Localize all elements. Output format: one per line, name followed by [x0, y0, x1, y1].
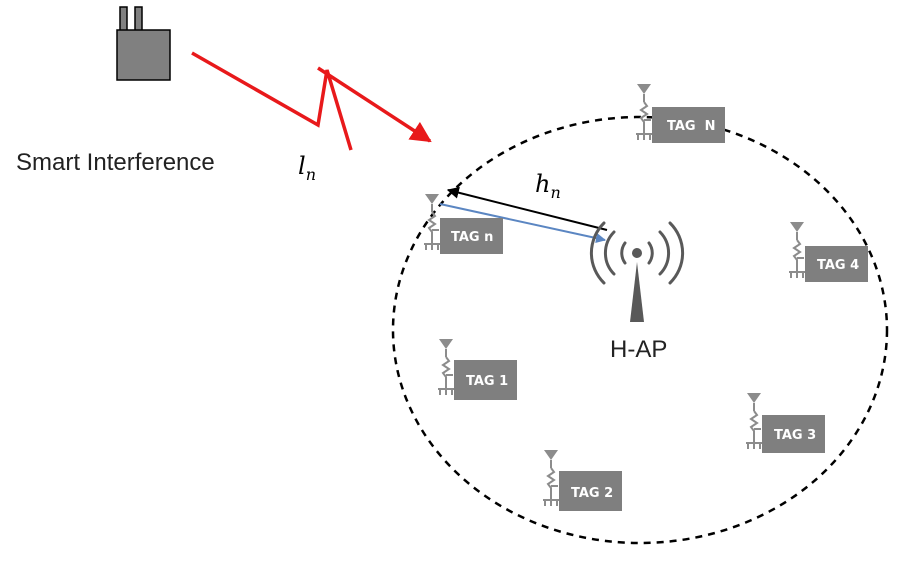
coverage-boundary — [391, 115, 889, 545]
tag-channel-label: hn — [535, 170, 561, 202]
jammer-device-icon — [116, 6, 171, 81]
tag-antenna-icon — [745, 392, 765, 450]
access-point-label: H-AP — [610, 336, 667, 363]
access-point-tower-icon — [589, 221, 685, 322]
tag-4: TAG 4 — [788, 221, 868, 282]
uplink-arrow — [439, 203, 606, 243]
tag-label: TAG 2 — [571, 486, 613, 501]
tag-1: TAG 1 — [437, 338, 517, 400]
tag-n: TAG n — [423, 193, 503, 254]
jammer-label: Smart Interference — [16, 149, 215, 176]
tag-label: TAG n — [451, 230, 493, 245]
jam-channel-label: ln — [298, 152, 316, 184]
interference-link — [191, 51, 353, 151]
interference-link-arrow — [317, 66, 432, 143]
tag-antenna-icon — [542, 449, 562, 507]
tag-3: TAG 3 — [745, 392, 825, 453]
tag-2: TAG 2 — [542, 449, 622, 511]
tag-antenna-icon — [635, 83, 655, 141]
downlink-arrow — [446, 186, 608, 231]
tag-label: TAG 3 — [774, 428, 816, 443]
tag-label: TAG 1 — [466, 374, 508, 389]
tag-label: TAG 4 — [817, 258, 859, 273]
tag-N: TAG N — [635, 83, 725, 143]
tag-antenna-icon — [437, 338, 457, 396]
tag-antenna-icon — [788, 221, 808, 279]
tag-label: TAG N — [667, 119, 716, 134]
